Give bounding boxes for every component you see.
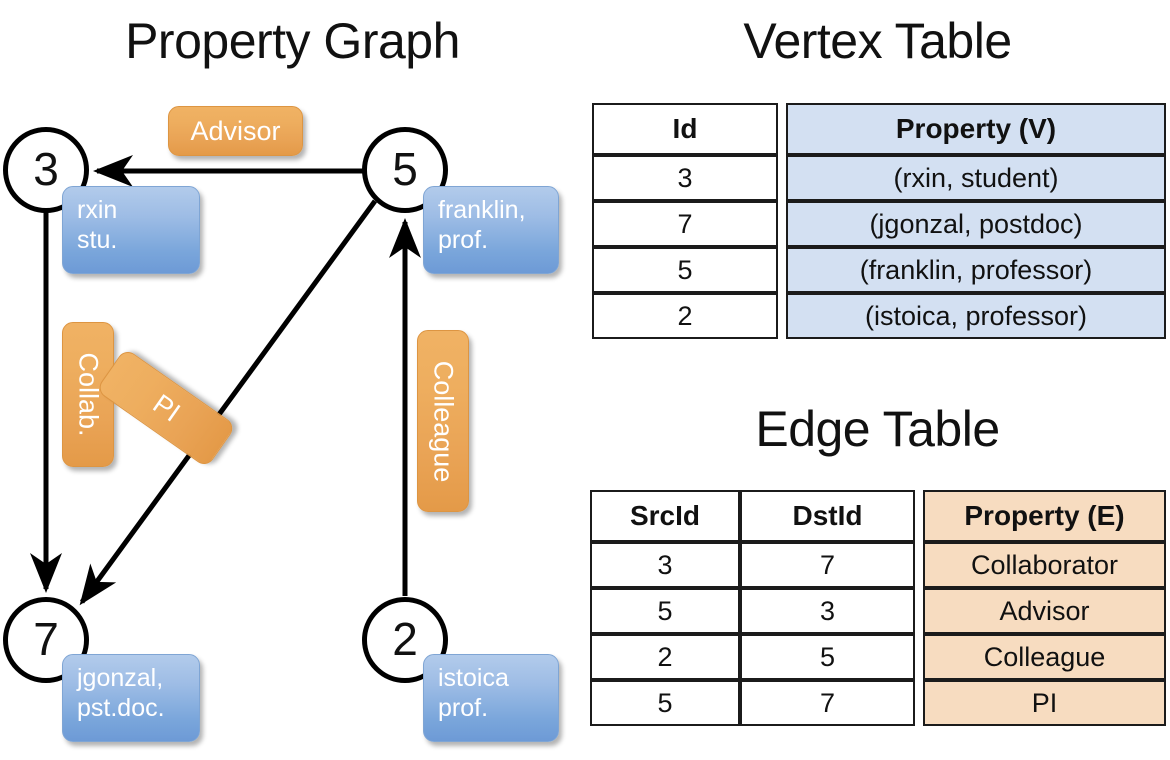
vertex-table-header-property: Property (V) [786, 103, 1166, 155]
edge-row-dstid: 3 [740, 588, 915, 634]
edge-property-box-colleague: Colleague [417, 330, 469, 512]
edge-table-header-property: Property (E) [923, 490, 1166, 542]
vertex-property-box-7: jgonzal, pst.doc. [62, 654, 200, 742]
edge-table-row[interactable]: 5 7 PI [590, 680, 1166, 726]
vertex-table-column-gap [778, 293, 786, 339]
graph-edge-lines [30, 155, 421, 606]
vertex-row-id: 5 [592, 247, 778, 293]
vertex-table-row[interactable]: 7 (jgonzal, postdoc) [592, 201, 1166, 247]
vertex-table: Id Property (V) 3 (rxin, student) 7 (jgo… [592, 103, 1166, 339]
vertex-property-7-line2: pst.doc. [77, 693, 165, 722]
property-graph-diagram: 3 5 7 2 rxin stu. franklin, prof. jgonza… [3, 106, 559, 742]
graph-node-2[interactable] [362, 597, 448, 683]
vertex-table-row[interactable]: 2 (istoica, professor) [592, 293, 1166, 339]
vertex-row-property: (rxin, student) [786, 155, 1166, 201]
vertex-property-box-2: istoica prof. [423, 654, 559, 742]
edge-row-srcid: 2 [590, 634, 740, 680]
vertex-table-header-id: Id [592, 103, 778, 155]
edge-row-property: PI [923, 680, 1166, 726]
vertex-table-row[interactable]: 5 (franklin, professor) [592, 247, 1166, 293]
edge-property-colleague-label: Colleague [428, 360, 459, 482]
vertex-table-column-gap [778, 155, 786, 201]
graph-node-2-label: 2 [392, 613, 418, 665]
edge-row-dstid: 7 [740, 542, 915, 588]
edge-row-property: Advisor [923, 588, 1166, 634]
edge-table-column-gap [915, 680, 923, 726]
page-title-property-graph: Property Graph [125, 13, 460, 69]
edge-table-row[interactable]: 2 5 Colleague [590, 634, 1166, 680]
vertex-property-3-line1: rxin [77, 196, 118, 224]
edge-property-pi-label: PI [147, 387, 186, 428]
vertex-property-box-3: rxin stu. [62, 186, 200, 274]
page-title-vertex-table: Vertex Table [743, 13, 1012, 69]
vertex-row-id: 3 [592, 155, 778, 201]
edge-line-5-to-7 [79, 199, 378, 606]
edge-table-column-gap [915, 588, 923, 634]
edge-table-header-srcid: SrcId [590, 490, 740, 542]
edge-table: SrcId DstId Property (E) 3 7 Collaborato… [590, 490, 1166, 726]
page-title-edge-table: Edge Table [755, 401, 1000, 457]
vertex-property-2-line2: prof. [438, 693, 489, 722]
edge-row-property: Colleague [923, 634, 1166, 680]
edge-table-column-gap [915, 490, 923, 542]
graph-node-7-label: 7 [33, 613, 59, 665]
edge-row-dstid: 5 [740, 634, 915, 680]
edge-row-property: Collaborator [923, 542, 1166, 588]
edge-table-column-gap [915, 542, 923, 588]
vertex-property-2-line1: istoica [438, 664, 509, 692]
graph-node-3-label: 3 [33, 143, 59, 195]
vertex-property-5-line2: prof. [438, 225, 489, 254]
vertex-table-row[interactable]: 3 (rxin, student) [592, 155, 1166, 201]
edge-property-box-advisor: Advisor [168, 106, 303, 156]
edge-property-advisor-label: Advisor [190, 115, 281, 146]
edge-table-column-gap [915, 634, 923, 680]
graph-node-5[interactable] [362, 127, 448, 213]
edge-table-header-row: SrcId DstId Property (E) [590, 490, 1166, 542]
vertex-table-column-gap [778, 247, 786, 293]
vertex-row-id: 7 [592, 201, 778, 247]
vertex-row-property: (franklin, professor) [786, 247, 1166, 293]
edge-table-header-dstid: DstId [740, 490, 915, 542]
vertex-row-property: (istoica, professor) [786, 293, 1166, 339]
edge-row-dstid: 7 [740, 680, 915, 726]
edge-row-srcid: 3 [590, 542, 740, 588]
vertex-row-id: 2 [592, 293, 778, 339]
vertex-property-7-line1: jgonzal, [77, 664, 164, 692]
edge-property-collab-label: Collab. [73, 352, 104, 437]
vertex-property-5-line1: franklin, [438, 196, 526, 224]
vertex-table-header-row: Id Property (V) [592, 103, 1166, 155]
vertex-table-column-gap [778, 103, 786, 155]
edge-row-srcid: 5 [590, 588, 740, 634]
vertex-property-box-5: franklin, prof. [423, 186, 559, 274]
vertex-table-column-gap [778, 201, 786, 247]
vertex-property-3-line2: stu. [77, 225, 118, 254]
edge-table-row[interactable]: 3 7 Collaborator [590, 542, 1166, 588]
edge-table-row[interactable]: 5 3 Advisor [590, 588, 1166, 634]
edge-row-srcid: 5 [590, 680, 740, 726]
vertex-row-property: (jgonzal, postdoc) [786, 201, 1166, 247]
graph-node-5-label: 5 [392, 143, 418, 195]
